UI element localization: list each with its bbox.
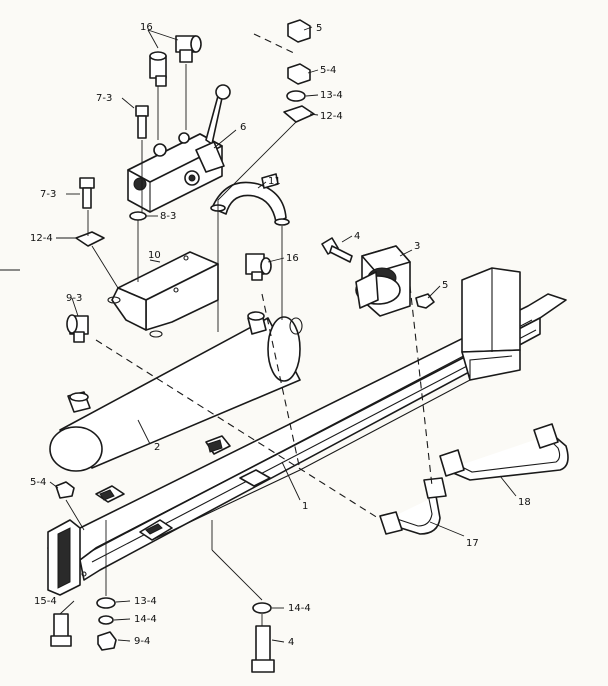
callout-5: 5 — [442, 280, 448, 291]
callout-8-3: 8-3 — [160, 211, 176, 222]
callout-4: 4 — [354, 231, 360, 242]
callout-2: 2 — [154, 442, 160, 453]
leader-lines — [49, 26, 517, 643]
callout-12-4: 12-4 — [320, 111, 343, 122]
callout-17: 17 — [466, 538, 479, 549]
callout-7-3: 7-3 — [40, 189, 56, 200]
callout-14-4: 13-4 — [320, 90, 343, 101]
callout-4: 4 — [288, 637, 294, 648]
callout-13-4: 14-4 — [288, 603, 311, 614]
callout-9-4: 9-4 — [134, 636, 150, 647]
callout-18: 18 — [518, 497, 531, 508]
callout-labels: 5 5-4 13-4 12-4 16 7-3 6 7-3 8-3 11 12-4… — [30, 22, 531, 648]
callout-3: 3 — [414, 241, 420, 252]
callout-9-3: 9-3 — [66, 293, 82, 304]
control-valve — [127, 84, 231, 213]
hose-assemblies — [379, 423, 569, 535]
guide-lines — [0, 64, 297, 626]
nuts-washers — [55, 19, 435, 651]
callout-7-3: 7-3 — [96, 93, 112, 104]
callout-5-4: 5-4 — [30, 477, 46, 488]
cylinder-clamp-11 — [210, 173, 290, 226]
clevis-block-3 — [355, 245, 411, 317]
callout-11: 11 — [268, 176, 281, 187]
callout-5: 5 — [316, 23, 322, 34]
callout-12-4: 12-4 — [30, 233, 53, 244]
bolts — [50, 105, 353, 673]
callout-10: 10 — [148, 250, 161, 261]
elbow-fittings-16 — [66, 35, 272, 343]
callout-6: 6 — [240, 122, 246, 133]
frame-beam — [47, 267, 567, 596]
callout-16: 16 — [140, 22, 153, 33]
callout-16: 16 — [286, 253, 299, 264]
callout-1: 1 — [302, 501, 308, 512]
mounting-bracket-10 — [107, 251, 219, 338]
callout-5-4: 5-4 — [320, 65, 336, 76]
callout-14-4: 14-4 — [134, 614, 157, 625]
callout-13-4: 13-4 — [134, 596, 157, 607]
center-lines — [95, 33, 433, 519]
callout-15-4: 15-4 — [34, 596, 57, 607]
